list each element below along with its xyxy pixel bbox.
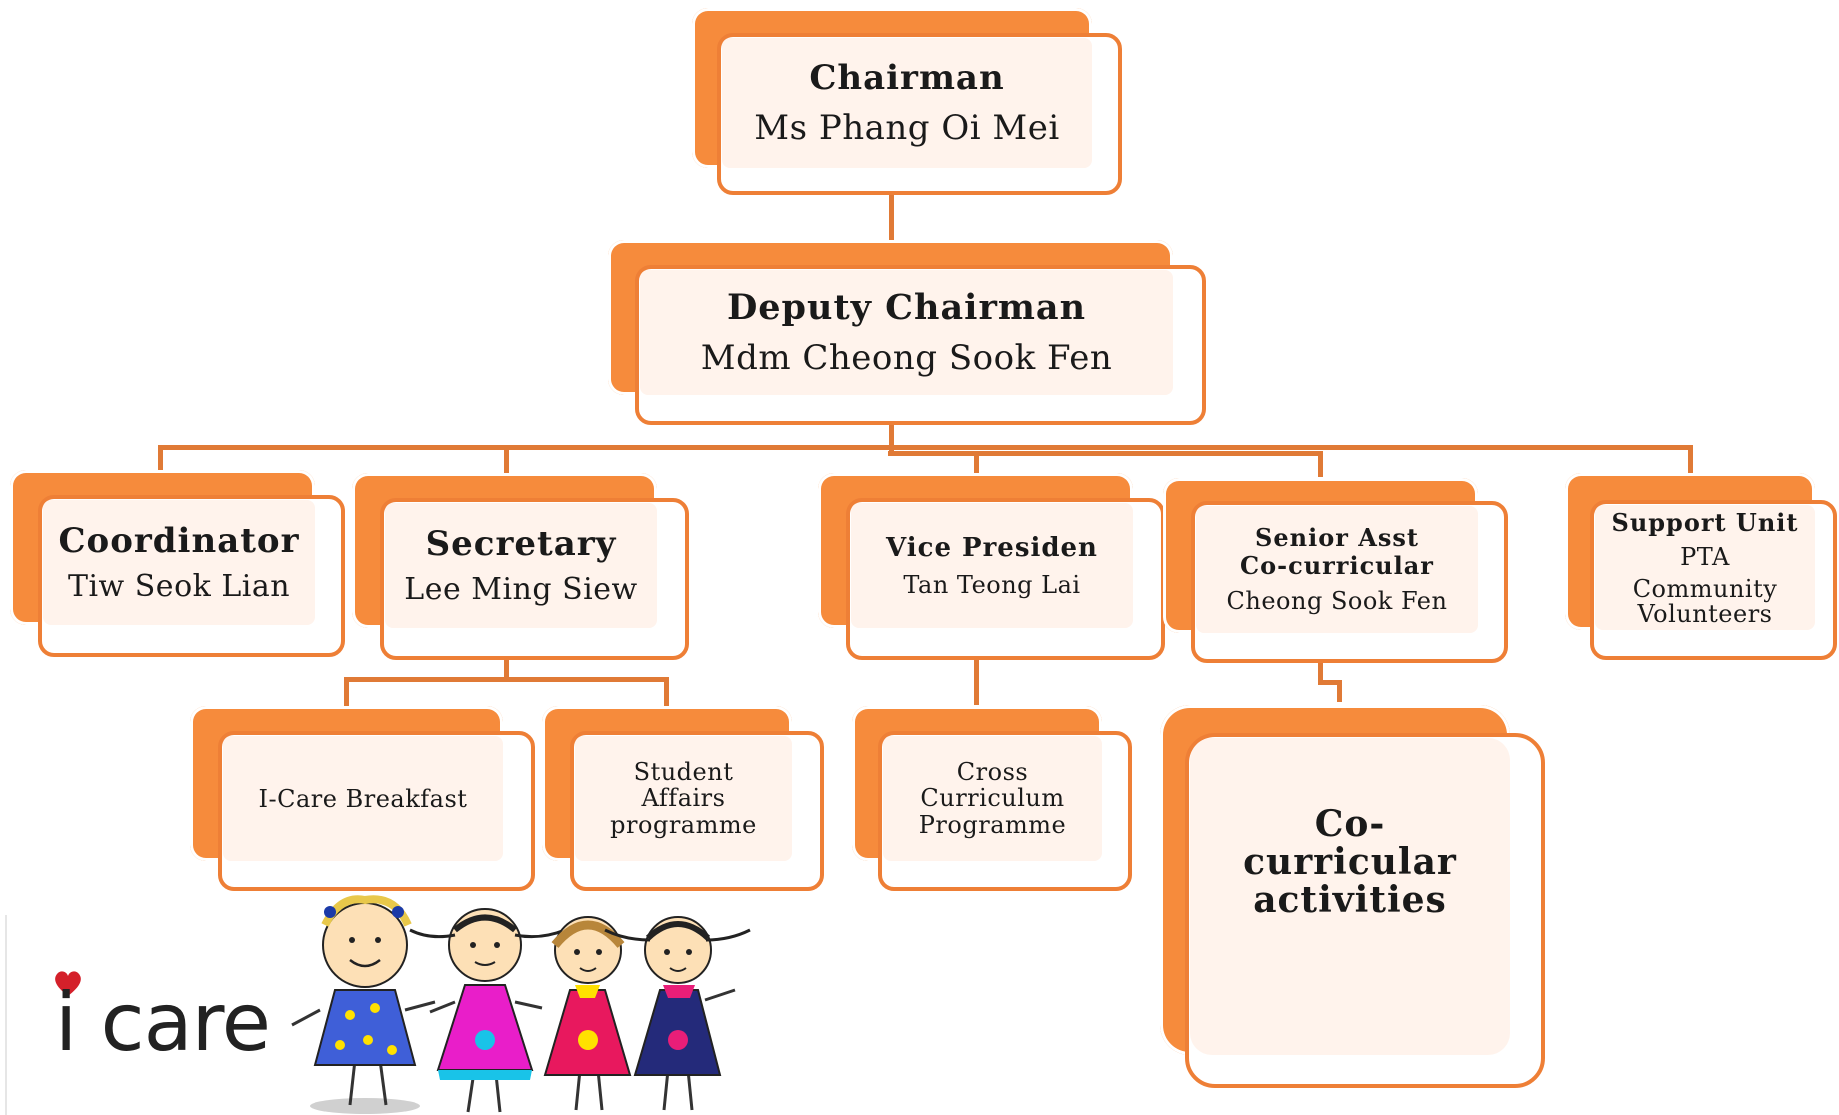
connector xyxy=(158,445,1692,450)
connector xyxy=(888,451,1322,456)
deputy-chairman-role: Deputy Chairman xyxy=(726,287,1087,328)
coordinator-role: Coordinator xyxy=(58,521,300,561)
icare-logo: i care xyxy=(5,915,277,1115)
icare-breakfast-box: I-Care Breakfast xyxy=(190,706,535,891)
connector xyxy=(1318,660,1323,682)
vice-president-role: Vice Presiden xyxy=(886,532,1098,563)
support-unit-volunteers: Community Volunteers xyxy=(1632,574,1778,628)
vice-president-box: Vice Presiden Tan Teong Lai xyxy=(818,473,1165,660)
senior-asst-role: Senior Asst Co-curricular xyxy=(1240,522,1434,580)
cross-curriculum-box: Cross Curriculum Programme xyxy=(852,706,1132,891)
logo-text: i care xyxy=(55,976,271,1069)
deputy-chairman-box: Deputy Chairman Mdm Cheong Sook Fen xyxy=(608,240,1206,425)
chairman-role: Chairman xyxy=(809,58,1005,98)
connector xyxy=(974,451,979,475)
connector xyxy=(504,445,509,475)
cocurricular-box: Co-curricular activities xyxy=(1160,705,1545,1088)
support-unit-pta: PTA xyxy=(1680,542,1730,571)
heart-icon xyxy=(55,971,81,996)
coordinator-name: Tiw Seok Lian xyxy=(67,569,291,604)
student-affairs-box: Student Affairs programme xyxy=(542,706,824,891)
connector xyxy=(1318,451,1323,477)
four-girls-illustration xyxy=(291,895,751,1114)
connector xyxy=(504,655,509,680)
icare-breakfast-label: I-Care Breakfast xyxy=(258,784,468,813)
connector xyxy=(889,420,894,452)
senior-asst-name: Cheong Sook Fen xyxy=(1226,587,1448,616)
connector xyxy=(664,677,669,707)
connector xyxy=(344,677,349,707)
cross-curriculum-label: Cross Curriculum Programme xyxy=(918,757,1067,839)
deputy-chairman-name: Mdm Cheong Sook Fen xyxy=(700,338,1113,378)
support-unit-box: Support Unit PTA Community Volunteers xyxy=(1565,473,1837,660)
vice-president-name: Tan Teong Lai xyxy=(903,570,1081,599)
connector xyxy=(1318,680,1342,685)
chairman-box: Chairman Ms Phang Oi Mei xyxy=(692,8,1122,195)
secretary-box: Secretary Lee Ming Siew xyxy=(352,473,689,660)
cocurricular-label: Co-curricular activities xyxy=(1243,803,1457,921)
connector xyxy=(1337,680,1342,702)
connector xyxy=(974,655,979,705)
connector xyxy=(344,677,668,682)
secretary-role: Secretary xyxy=(425,524,617,564)
senior-asst-box: Senior Asst Co-curricular Cheong Sook Fe… xyxy=(1163,478,1508,663)
chairman-name: Ms Phang Oi Mei xyxy=(754,108,1060,148)
connector xyxy=(158,445,163,475)
connector xyxy=(1688,445,1693,475)
coordinator-box: Coordinator Tiw Seok Lian xyxy=(10,470,345,657)
connector xyxy=(889,190,894,240)
student-affairs-label: Student Affairs programme xyxy=(610,757,757,839)
secretary-name: Lee Ming Siew xyxy=(404,572,638,607)
support-unit-role: Support Unit xyxy=(1611,507,1799,537)
